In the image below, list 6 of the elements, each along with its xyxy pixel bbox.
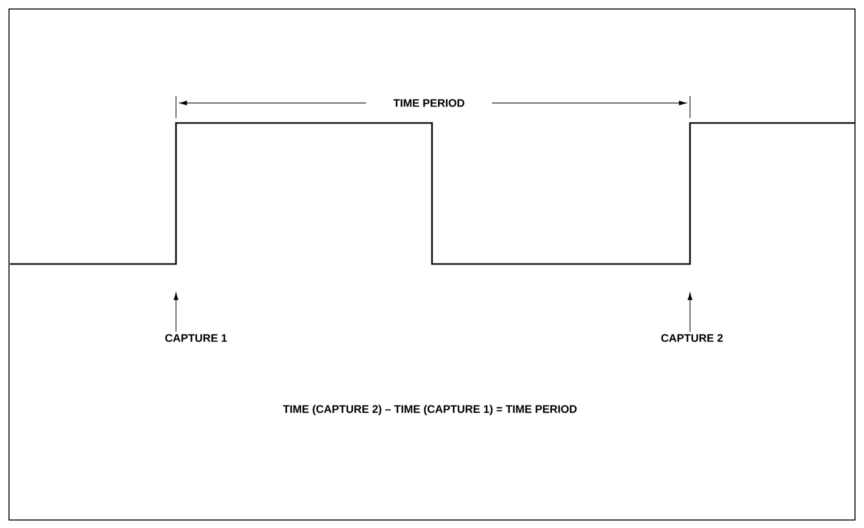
arrow bbox=[174, 292, 178, 332]
equation-text: TIME (CAPTURE 2) – TIME (CAPTURE 1) = TIME PERIOD bbox=[283, 404, 577, 416]
arrow bbox=[688, 292, 692, 332]
capture-label: CAPTURE 2 bbox=[661, 334, 723, 342]
capture-label: CAPTURE 1 bbox=[165, 334, 227, 342]
dimension-label: TIME PERIOD bbox=[393, 99, 464, 107]
